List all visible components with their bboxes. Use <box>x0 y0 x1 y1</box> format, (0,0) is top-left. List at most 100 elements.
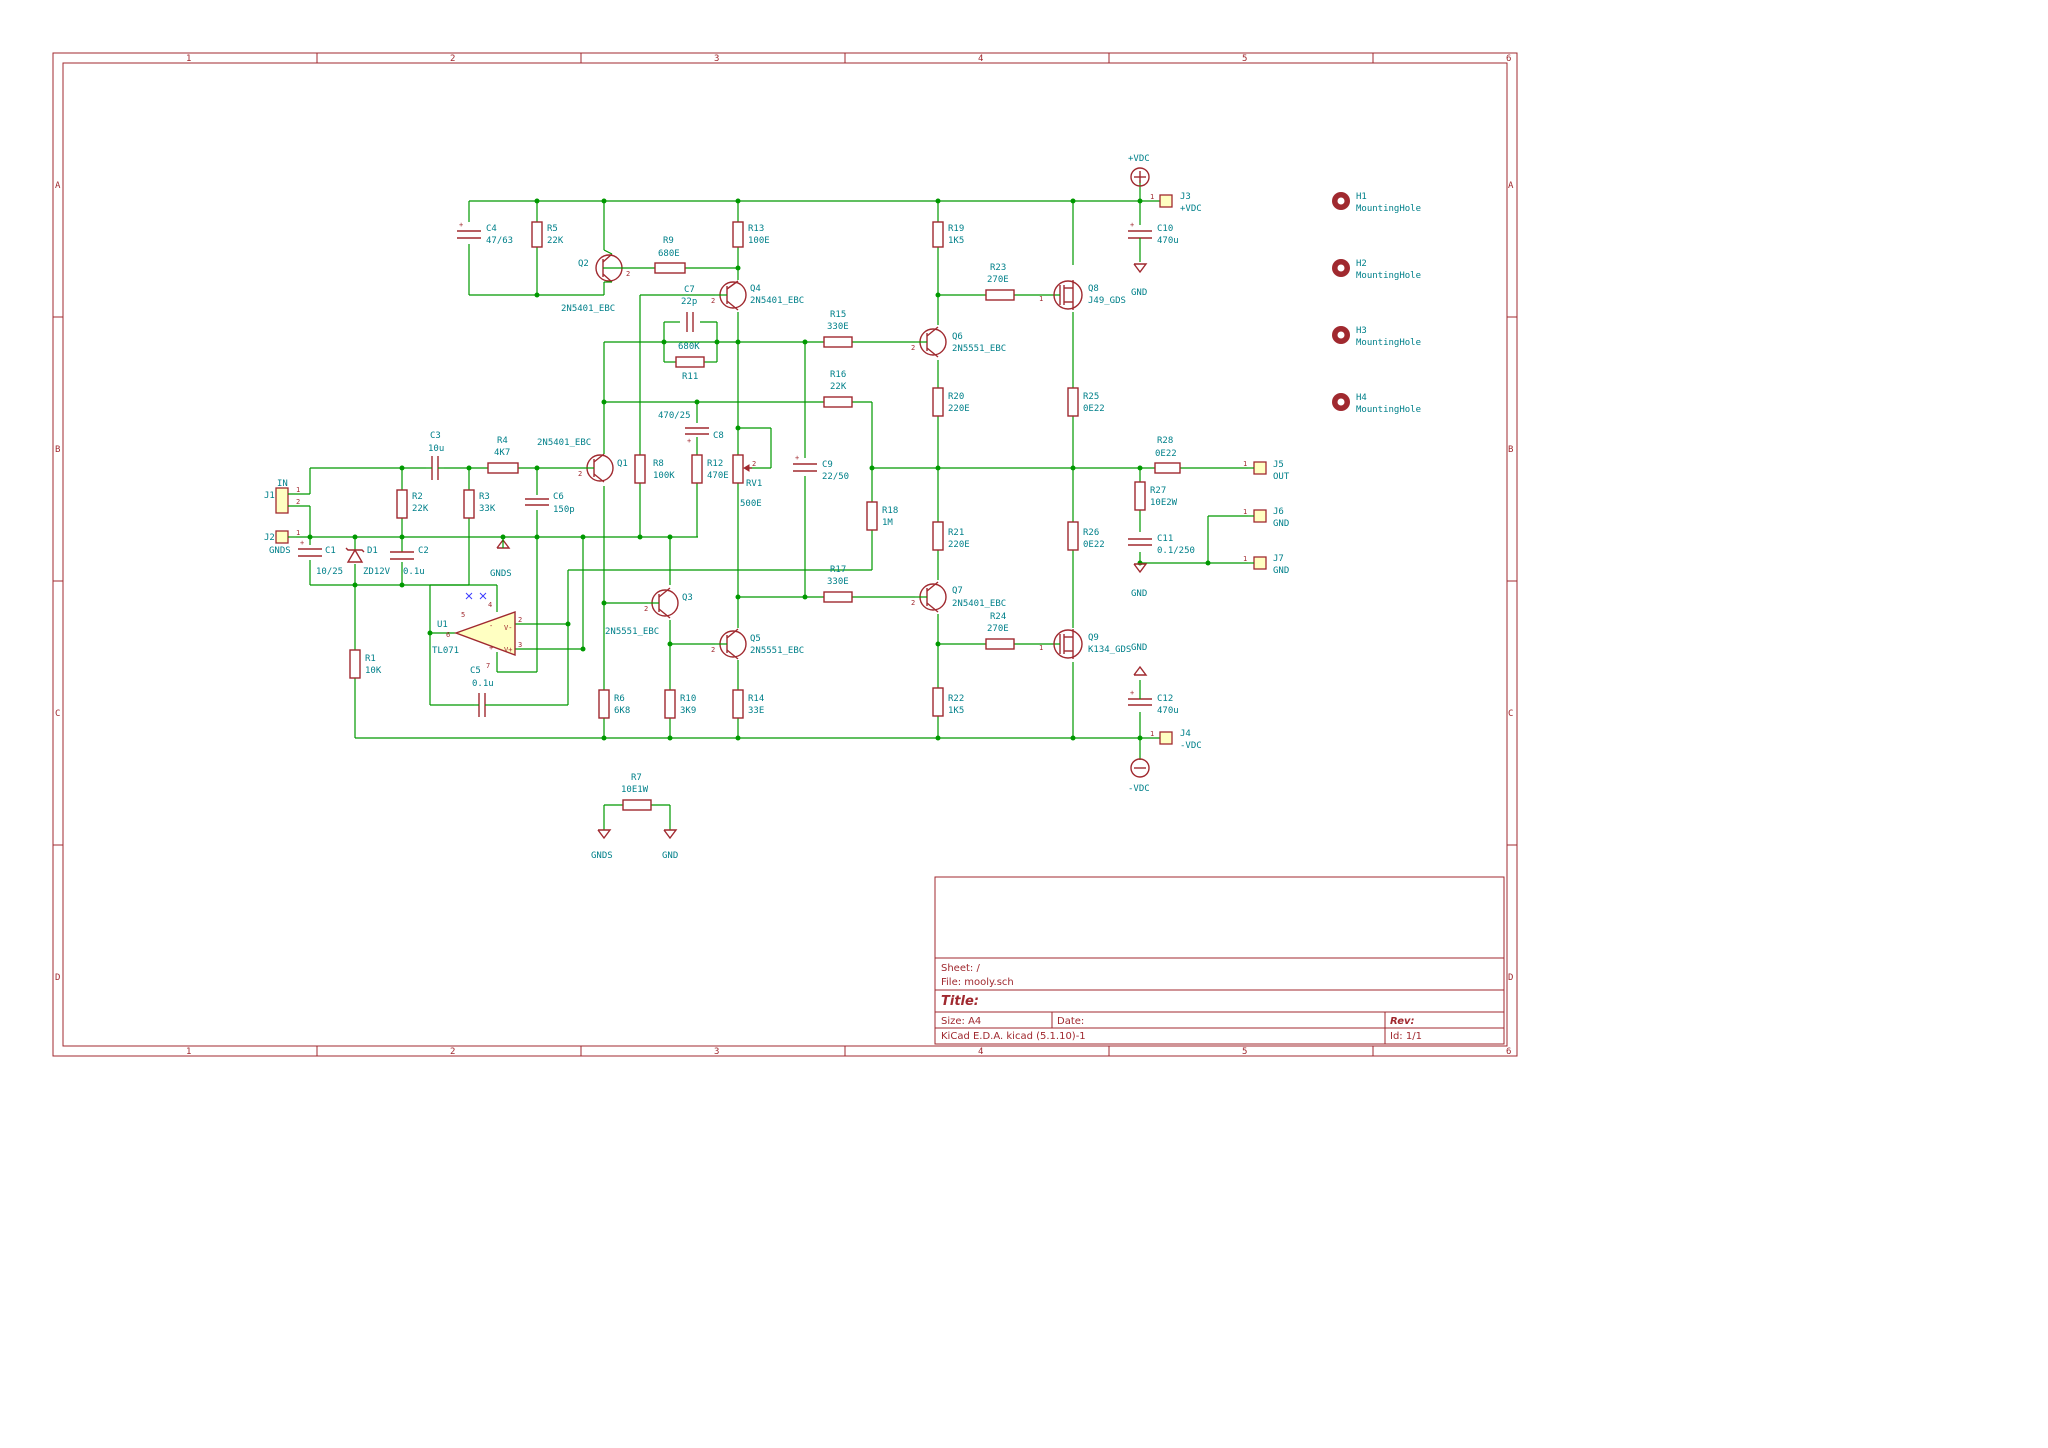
transistor-q3: 2 Q3 2N5551_EBC <box>605 587 693 637</box>
h3-ref: H3 <box>1356 326 1367 336</box>
resistor-r15 <box>823 336 853 348</box>
resistor-r5 <box>531 221 543 248</box>
grid-col-1-top: 1 <box>186 54 191 64</box>
junctions <box>307 198 1211 741</box>
transistor-q2: 2 Q2 2N5401_EBC <box>561 249 630 314</box>
q9-ref: Q9 <box>1088 633 1099 643</box>
q8-ref: Q8 <box>1088 284 1099 294</box>
grid-row-c-left: C <box>55 709 60 719</box>
svg-text:6: 6 <box>446 631 450 639</box>
r26-ref: R26 <box>1083 528 1099 538</box>
c4-value: 47/63 <box>486 236 513 246</box>
c2-value: 0.1u <box>403 567 425 577</box>
grid-col-1-bottom: 1 <box>186 1047 191 1057</box>
connector-j4[interactable]: 1 J4 -VDC <box>1150 729 1202 751</box>
r3-value: 33K <box>479 504 496 514</box>
j3-ref: J3 <box>1180 192 1191 202</box>
resistor-r24 <box>985 638 1015 650</box>
r22-value: 1K5 <box>948 706 964 716</box>
connector-j5[interactable]: 1 J5 OUT <box>1243 460 1290 482</box>
connector-j7[interactable]: 1 J7 GND <box>1243 554 1289 576</box>
svg-text:1: 1 <box>1243 460 1247 468</box>
c3-ref: C3 <box>430 431 441 441</box>
title-block-tool: KiCad E.D.A. kicad (5.1.10)-1 <box>941 1031 1086 1042</box>
r15-ref: R15 <box>830 310 846 320</box>
gnd-symbol-c10: GND <box>1131 263 1148 298</box>
svg-text:3: 3 <box>518 641 522 649</box>
resistor-r11 <box>675 356 705 368</box>
title-block-sheet: Sheet: / <box>941 963 980 974</box>
r4-ref: R4 <box>497 436 508 446</box>
grid-col-6-top: 6 <box>1506 54 1511 64</box>
r26-value: 0E22 <box>1083 540 1105 550</box>
r13-value: 100E <box>748 236 770 246</box>
grid-row-c-right: C <box>1508 709 1513 719</box>
transistors: 2 Q2 2N5401_EBC 2 Q4 2N5401_EBC 2 Q6 2N5… <box>537 249 1131 660</box>
q6-value: 2N5551_EBC <box>952 344 1006 354</box>
connector-j1[interactable]: 12 J1 IN <box>264 479 310 514</box>
j2-ref: J2 <box>264 533 275 543</box>
resistor-r12 <box>691 454 703 484</box>
transistor-q9: 1 Q9 K134_GDS <box>1039 629 1131 659</box>
j1-ref: J1 <box>264 491 275 501</box>
r8-value: 100K <box>653 471 675 481</box>
schematic-svg: 1 2 3 4 5 6 1 2 3 4 5 6 A B C D A B C D … <box>52 52 1518 1057</box>
c9-ref: C9 <box>822 460 833 470</box>
svg-text:+: + <box>1130 689 1134 697</box>
r11-value: 680K <box>678 342 700 352</box>
title-block-size: Size: A4 <box>941 1016 981 1027</box>
h2-value: MountingHole <box>1356 271 1421 281</box>
grid-col-5-bottom: 5 <box>1242 1047 1247 1057</box>
vdc-negative-label: -VDC <box>1128 784 1150 794</box>
j5-ref: J5 <box>1273 460 1284 470</box>
q4-ref: Q4 <box>750 284 761 294</box>
opamp-u1: V- V+ - + 6 2 3 5 4 7 U1 TL071 <box>432 592 522 670</box>
c1-ref: C1 <box>325 546 336 556</box>
svg-text:2: 2 <box>644 605 648 613</box>
c5-value: 0.1u <box>472 679 494 689</box>
d1-value: ZD12V <box>363 567 391 577</box>
svg-text:1: 1 <box>296 486 300 494</box>
connector-j2[interactable]: 1 J2 GNDS <box>264 529 300 556</box>
r28-value: 0E22 <box>1155 449 1177 459</box>
c2-ref: C2 <box>418 546 429 556</box>
c6-value: 150p <box>553 505 575 515</box>
j5-value: OUT <box>1273 472 1290 482</box>
q2-value: 2N5401_EBC <box>561 304 615 314</box>
connector-j6[interactable]: 1 J6 GND <box>1243 507 1289 529</box>
q1-value: 2N5401_EBC <box>537 438 591 448</box>
q3-value: 2N5551_EBC <box>605 627 659 637</box>
grid-row-b-right: B <box>1508 445 1513 455</box>
svg-text:2: 2 <box>578 470 582 478</box>
vdc-positive-symbol: +VDC <box>1128 154 1150 187</box>
r20-ref: R20 <box>948 392 964 402</box>
r16-value: 22K <box>830 382 847 392</box>
wires <box>296 180 1248 830</box>
h3-value: MountingHole <box>1356 338 1421 348</box>
gnds-symbol-r7: GNDS <box>591 829 613 861</box>
resistor-r27 <box>1134 481 1146 511</box>
u1-value: TL071 <box>432 646 459 656</box>
r17-ref: R17 <box>830 565 846 575</box>
r24-value: 270E <box>987 624 1009 634</box>
h1-ref: H1 <box>1356 192 1367 202</box>
resistor-r18 <box>866 501 878 531</box>
potentiometer-rv1 <box>732 454 744 484</box>
r4-value: 4K7 <box>494 448 510 458</box>
r14-value: 33E <box>748 706 764 716</box>
svg-text:2: 2 <box>911 344 915 352</box>
mounting-hole-h4: H4 MountingHole <box>1332 393 1421 415</box>
title-block-title: Title: <box>941 994 979 1009</box>
rv1-value: 500E <box>740 499 762 509</box>
r5-value: 22K <box>547 236 564 246</box>
connector-j3[interactable]: 1 J3 +VDC <box>1150 192 1202 214</box>
svg-text:V-: V- <box>504 624 512 632</box>
schematic-canvas: 1 2 3 4 5 6 1 2 3 4 5 6 A B C D A B C D … <box>52 52 1518 1057</box>
grid-col-5-top: 5 <box>1242 54 1247 64</box>
r3-ref: R3 <box>479 492 490 502</box>
svg-text:1: 1 <box>1039 295 1043 303</box>
c8-value: 470/25 <box>658 411 691 421</box>
svg-text:1: 1 <box>1150 193 1154 201</box>
c9-value: 22/50 <box>822 472 849 482</box>
grid-col-6-bottom: 6 <box>1506 1047 1511 1057</box>
